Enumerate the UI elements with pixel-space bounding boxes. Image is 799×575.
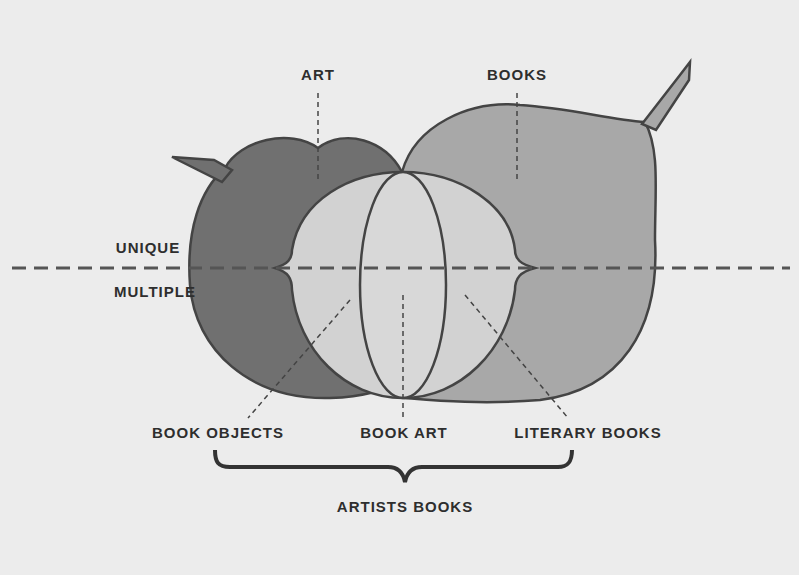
leader-line <box>248 300 350 418</box>
brace <box>215 450 572 482</box>
text-holder: UNIQUE <box>0 0 64 18</box>
text-holder: ARTISTS BOOKS <box>0 0 136 18</box>
text-holder: BOOK ART <box>0 0 87 18</box>
text-holder: ART <box>160 60 194 78</box>
unique-multiple-divider <box>12 267 790 270</box>
region-label: BOOKS <box>487 66 547 84</box>
region-label: ART <box>301 66 335 84</box>
leader-line <box>317 93 319 183</box>
category-label: BOOK OBJECTS <box>152 424 284 442</box>
category-label: ARTISTS BOOKS <box>337 498 473 516</box>
text-holder: MULTIPLE <box>0 0 82 18</box>
fruit-path <box>172 157 232 182</box>
text-holder: BOOKS <box>395 55 455 73</box>
category-label: LITERARY BOOKS <box>514 424 661 442</box>
text-holder: BOOK OBJECTS <box>0 0 132 18</box>
leader-line <box>402 295 404 418</box>
fruit-path <box>642 62 690 130</box>
leader-line <box>516 93 518 183</box>
leader-line <box>465 295 568 418</box>
category-label: BOOK ART <box>360 424 447 442</box>
category-label: MULTIPLE <box>114 283 196 301</box>
category-label: UNIQUE <box>116 239 180 257</box>
text-holder: LITERARY BOOKS <box>0 0 147 18</box>
overlap-ellipse <box>360 172 446 398</box>
lemon-shape <box>275 172 535 398</box>
